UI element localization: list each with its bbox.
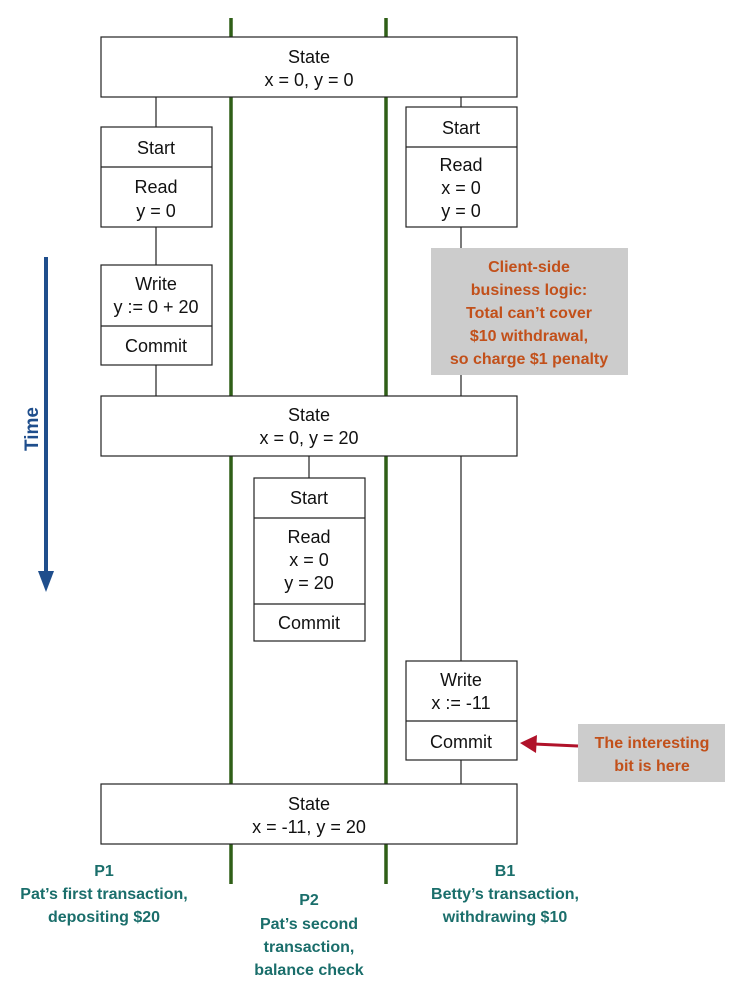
p2-read-label: Read	[287, 527, 330, 547]
state-box-after-deposit: State x = 0, y = 20	[100, 395, 518, 457]
state-values: x = 0, y = 20	[259, 428, 358, 448]
p1-caption: P1 Pat’s first transaction, depositing $…	[20, 863, 187, 926]
state-title: State	[288, 405, 330, 425]
p1-caption-id: P1	[94, 863, 114, 880]
interesting-note-line-2: bit is here	[614, 758, 690, 775]
state-box-initial: State x = 0, y = 0	[100, 36, 518, 98]
p1-read-value: y = 0	[136, 201, 176, 221]
pointer-arrow	[520, 735, 579, 753]
note-line-5: so charge $1 penalty	[450, 351, 608, 368]
p1-read-label: Read	[134, 177, 177, 197]
p2-caption-line-2: Pat’s second	[260, 916, 358, 933]
time-label: Time	[22, 407, 43, 451]
state-title: State	[288, 794, 330, 814]
p1-write-label: Write	[135, 274, 177, 294]
p1-caption-line-3: depositing $20	[48, 909, 160, 926]
p2-read-x-value: x = 0	[289, 550, 329, 570]
b1-read-label: Read	[439, 155, 482, 175]
b1-write-value: x := -11	[431, 693, 490, 713]
b1-caption-line-3: withdrawing $10	[442, 909, 568, 926]
note-line-1: Client-side	[488, 259, 570, 276]
b1-start-read-block: Start Read x = 0 y = 0	[405, 106, 518, 228]
state-values: x = -11, y = 20	[252, 817, 366, 837]
b1-write-label: Write	[440, 670, 482, 690]
p2-caption-line-4: balance check	[254, 962, 364, 979]
b1-caption-line-2: Betty’s transaction,	[431, 886, 579, 903]
p2-caption-line-3: transaction,	[264, 939, 355, 956]
state-box-final: State x = -11, y = 20	[100, 783, 518, 845]
p1-caption-line-2: Pat’s first transaction,	[20, 886, 187, 903]
p2-caption: P2 Pat’s second transaction, balance che…	[254, 892, 364, 979]
b1-read-x-value: x = 0	[441, 178, 481, 198]
b1-read-y-value: y = 0	[441, 201, 481, 221]
note-line-3: Total can’t cover	[466, 305, 592, 322]
p1-start-label: Start	[137, 138, 175, 158]
p2-read-y-value: y = 20	[284, 573, 334, 593]
b1-write-commit-block: Write x := -11 Commit	[405, 660, 518, 761]
state-title: State	[288, 47, 330, 67]
p2-start-label: Start	[290, 488, 328, 508]
p1-write-commit-block: Write y := 0 + 20 Commit	[100, 264, 213, 366]
p1-write-value: y := 0 + 20	[113, 297, 198, 317]
note-line-2: business logic:	[471, 282, 587, 299]
interesting-bit-note: The interesting bit is here	[578, 724, 725, 782]
p2-block: Start Read x = 0 y = 20 Commit	[253, 477, 366, 642]
b1-caption: B1 Betty’s transaction, withdrawing $10	[431, 863, 579, 926]
b1-start-label: Start	[442, 118, 480, 138]
note-line-4: $10 withdrawal,	[470, 328, 588, 345]
interesting-note-line-1: The interesting	[595, 735, 710, 752]
p2-commit-label: Commit	[278, 613, 340, 633]
p1-start-read-block: Start Read y = 0	[100, 126, 213, 228]
b1-commit-label: Commit	[430, 732, 492, 752]
b1-caption-id: B1	[495, 863, 516, 880]
p2-caption-id: P2	[299, 892, 319, 909]
state-values: x = 0, y = 0	[264, 70, 353, 90]
business-logic-note: Client-side business logic: Total can’t …	[431, 248, 628, 375]
time-arrow	[38, 257, 54, 592]
p1-commit-label: Commit	[125, 336, 187, 356]
